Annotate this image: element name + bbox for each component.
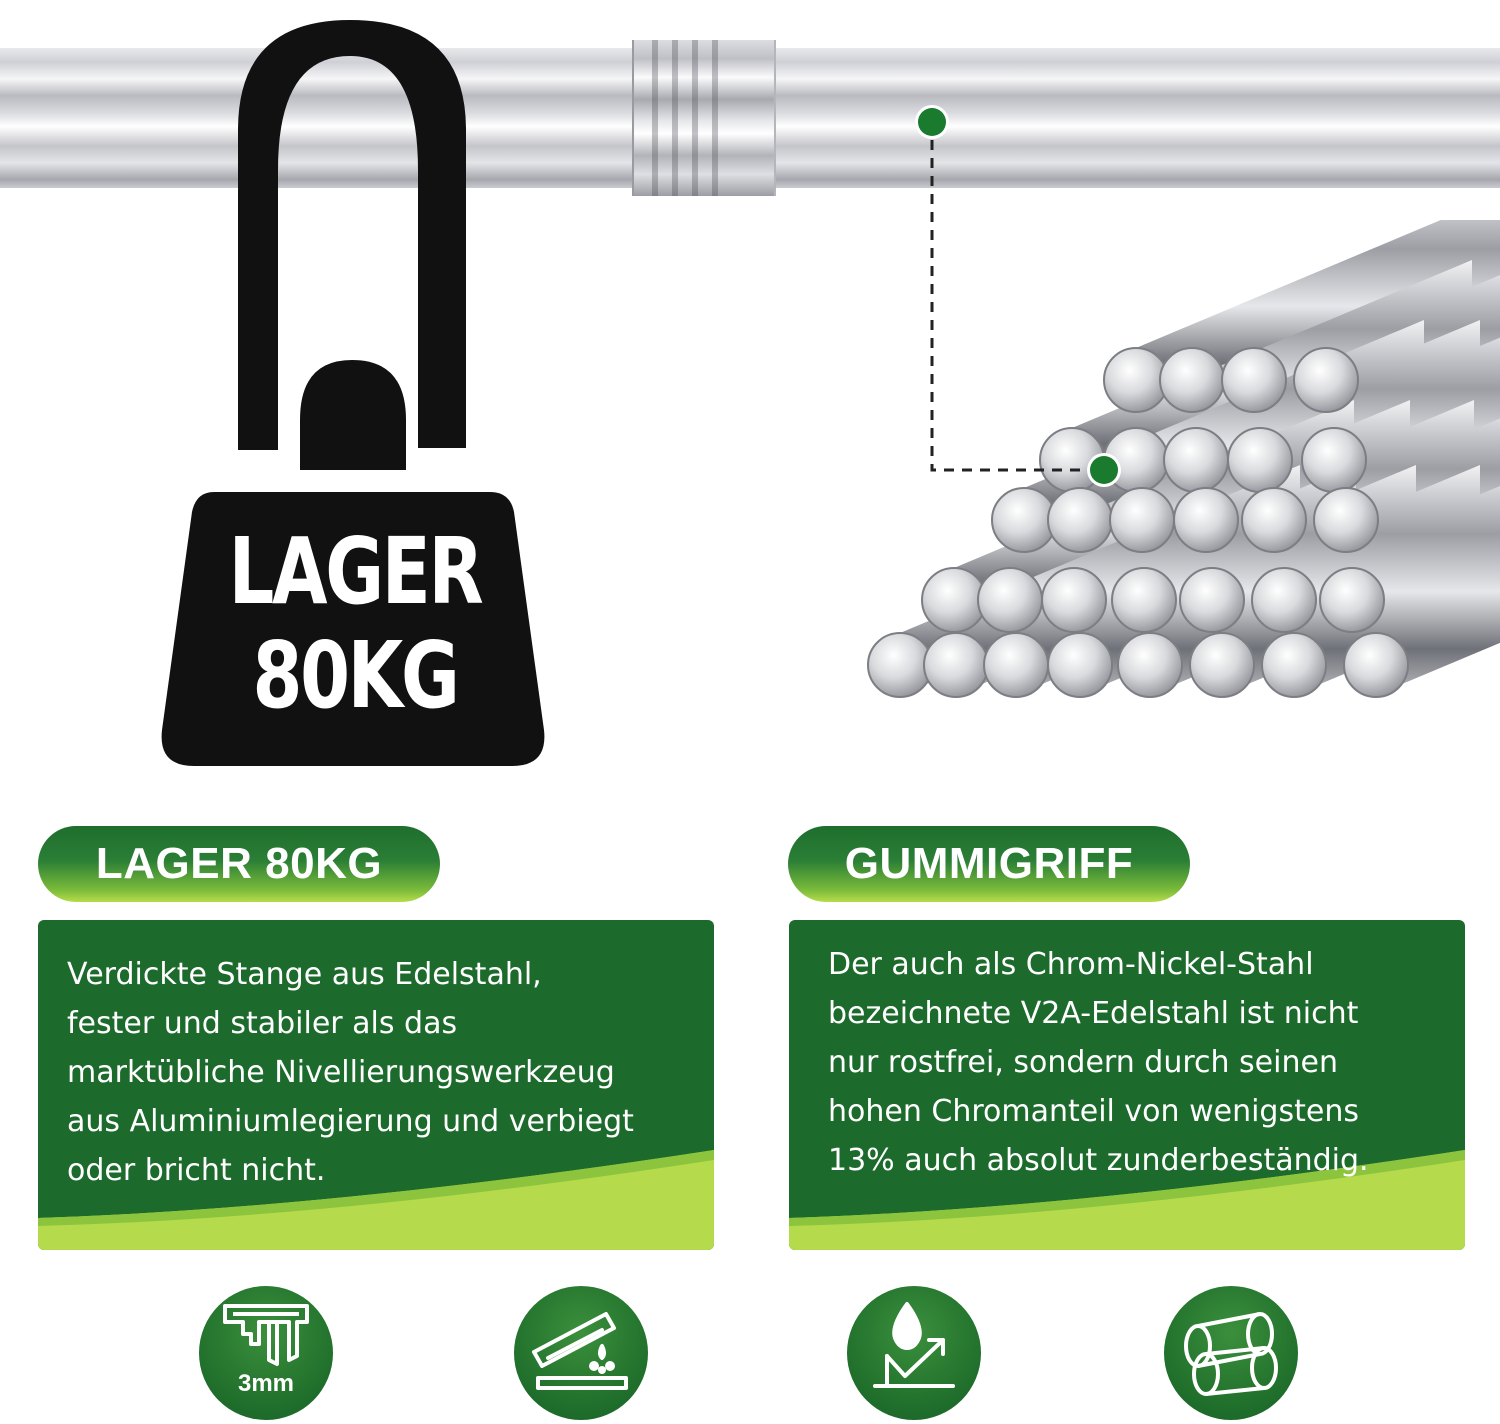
weight-label-line2: 80KG <box>252 622 459 729</box>
rod-end <box>923 632 989 698</box>
water-resistant-icon <box>847 1286 981 1420</box>
weight-hook-icon <box>161 20 545 766</box>
box-wave-decoration <box>789 1150 1465 1250</box>
rod-joint-ring <box>692 40 698 196</box>
description-box-load: Verdickte Stange aus Edelstahl, fester u… <box>38 920 714 1250</box>
rod-end <box>921 567 987 633</box>
rod-end <box>1047 632 1113 698</box>
weight-label-line1: LAGER <box>228 518 484 625</box>
rod-end <box>1041 567 1107 633</box>
rod-end <box>1179 567 1245 633</box>
section-title-load: LAGER 80KG <box>38 826 440 902</box>
weight-label: LAGER 80KG <box>203 520 507 728</box>
callout-line <box>915 105 1121 487</box>
rod-end <box>1293 347 1359 413</box>
caliper-icon: 3mm <box>199 1286 333 1420</box>
rod-end <box>1241 487 1307 553</box>
rod-end <box>867 632 933 698</box>
rod-end <box>1319 567 1385 633</box>
rod-joint-image <box>632 40 776 196</box>
rod-end <box>977 567 1043 633</box>
rod-end <box>1313 487 1379 553</box>
caliper-label: 3mm <box>237 1370 295 1397</box>
corrosion-test-icon <box>514 1286 648 1420</box>
callout-dot-bottom <box>1090 456 1118 484</box>
rod-end <box>1251 567 1317 633</box>
rod-joint-ring <box>652 40 658 196</box>
rod-end <box>1117 632 1183 698</box>
description-text: Der auch als Chrom-Nickel-Stahl bezeichn… <box>828 947 1369 1178</box>
rod-end <box>1221 347 1287 413</box>
callout-dot-top <box>918 108 946 136</box>
rod-end <box>1343 632 1409 698</box>
rod-end <box>1261 632 1327 698</box>
rod-end <box>1189 632 1255 698</box>
description-text: Verdickte Stange aus Edelstahl, fester u… <box>67 957 634 1188</box>
steel-rods-bundle-image <box>867 220 1500 698</box>
section-title-grip: GUMMIGRIFF <box>788 826 1190 902</box>
rod-end <box>983 632 1049 698</box>
rod-joint-ring <box>712 40 718 196</box>
rod-end <box>1111 567 1177 633</box>
rod-joint-ring <box>672 40 678 196</box>
box-wave-decoration <box>38 1150 714 1250</box>
rod-ends <box>867 220 1500 698</box>
description-box-grip: Der auch als Chrom-Nickel-Stahl bezeichn… <box>789 920 1465 1250</box>
rods-bundle-icon <box>1164 1286 1298 1420</box>
rod-end <box>1173 487 1239 553</box>
